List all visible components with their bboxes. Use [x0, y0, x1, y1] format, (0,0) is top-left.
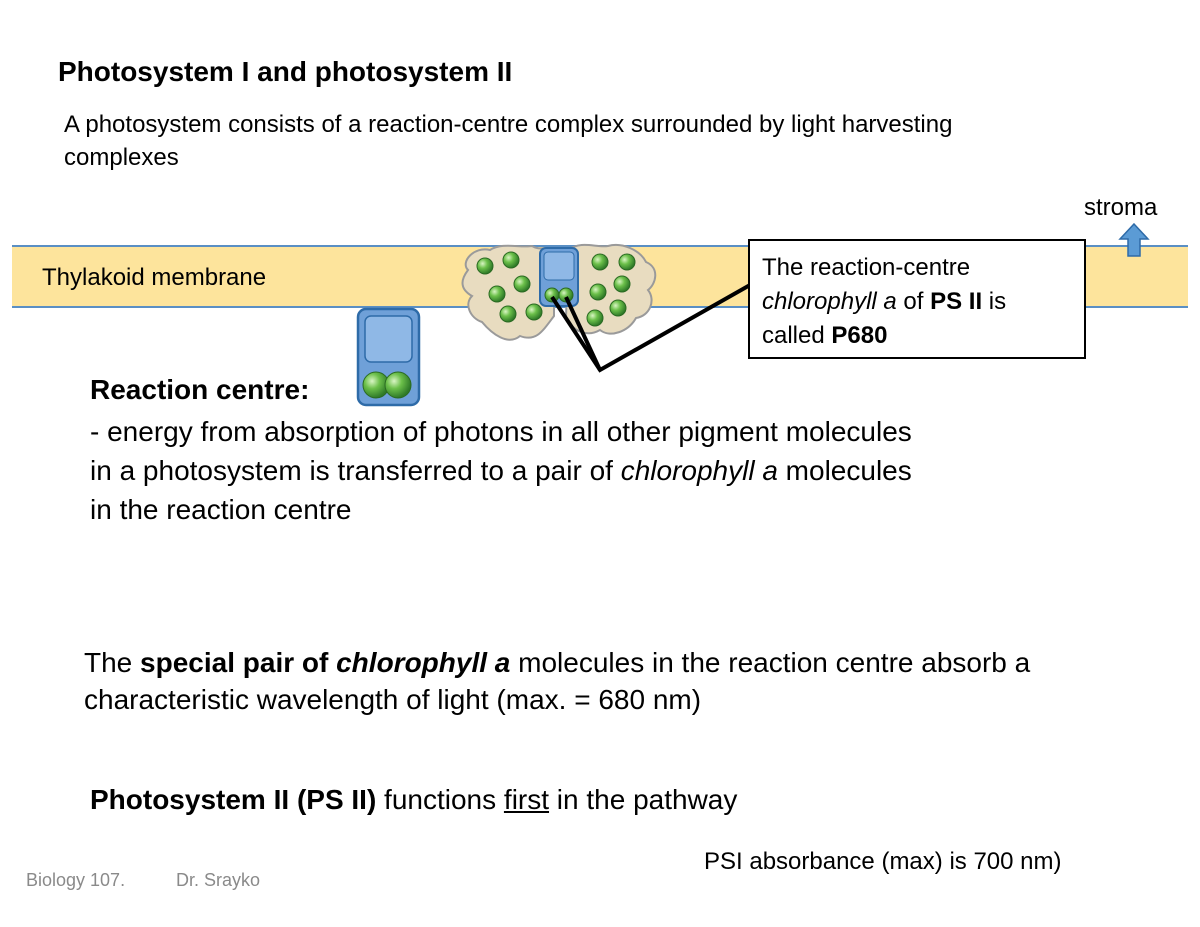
callout-chlorophyll: chlorophyll a [762, 288, 897, 315]
special-bold: special pair of [140, 647, 337, 678]
special-chlorophyll: chlorophyll a [336, 647, 511, 678]
up-arrow-icon [1118, 222, 1150, 257]
photosystem-complex-icon [461, 243, 657, 341]
callout-line-2: chlorophyll a of PS II is [762, 285, 1072, 319]
psi-note: PSI absorbance (max) is 700 nm) [704, 848, 1062, 875]
callout-line-1: The reaction-centre [762, 254, 971, 281]
callout-line-3: called P680 [762, 319, 1072, 353]
special-pair-paragraph: The special pair of chlorophyll a molecu… [84, 644, 1084, 718]
callout-called: called [762, 322, 832, 349]
ps2-bold: Photosystem II (PS II) [90, 784, 377, 815]
ps2-mid: functions [376, 784, 504, 815]
callout-is: is [982, 288, 1007, 315]
reaction-centre-heading: Reaction centre: [90, 374, 310, 405]
ps2-line: Photosystem II (PS II) functions first i… [90, 784, 737, 816]
special-the: The [84, 647, 141, 678]
footer-course: Biology 107. [26, 870, 126, 890]
ps2-first: first [503, 784, 550, 815]
stroma-label: stroma [1084, 194, 1158, 221]
callout-p680: P680 [831, 322, 888, 349]
p680-callout: The reaction-centre chlorophyll a of PS … [748, 239, 1086, 359]
rc-body-chlorophyll: chlorophyll a [620, 455, 778, 486]
rc-body-text-end: molecules in the reaction centre [90, 455, 912, 525]
rc-body-text: - energy from absorption of photons in a… [90, 416, 912, 486]
footer-instructor: Dr. Srayko [176, 870, 261, 890]
reaction-centre-icon [356, 307, 421, 407]
page-title: Photosystem I and photosystem II [58, 56, 513, 87]
ps2-end: in the pathway [549, 784, 738, 815]
callout-of: of [896, 288, 931, 315]
reaction-centre-body: - energy from absorption of photons in a… [90, 412, 920, 529]
subtitle: A photosystem consists of a reaction-cen… [64, 111, 953, 171]
special-rest: molecules in the reaction centre absorb … [84, 647, 1031, 715]
membrane-label: Thylakoid membrane [42, 264, 267, 291]
callout-ps2: PS II [930, 288, 983, 315]
